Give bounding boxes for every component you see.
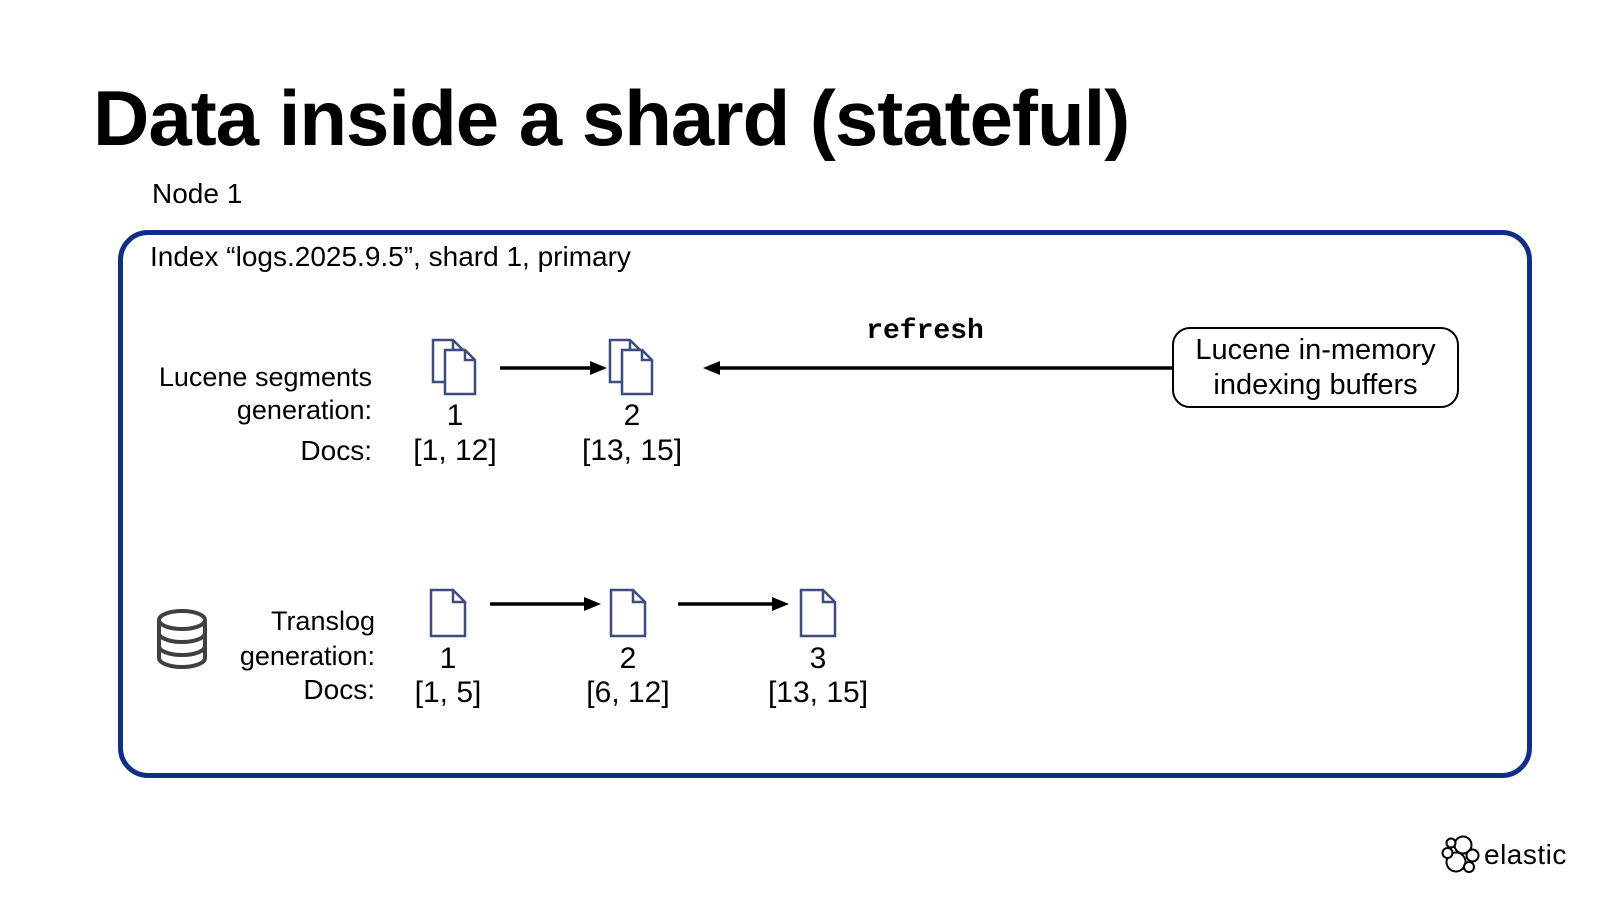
translog-docs-range: [6, 12] (586, 676, 670, 709)
translog-docs-range: [1, 5] (414, 676, 482, 709)
translog-generation-label-line2: generation: (239, 641, 375, 671)
database-icon (157, 609, 207, 669)
translog-generation-label: Translog generation: (180, 604, 375, 674)
translog-generation-number: 3 (809, 642, 827, 675)
document-icon (799, 588, 837, 638)
elastic-logo-icon (1441, 835, 1480, 873)
lucene-docs-label: Docs: (300, 435, 372, 466)
lucene-generation-label-line1: Lucene segments (158, 362, 372, 392)
index-label: Index “logs.2025.9.5”, shard 1, primary (150, 241, 631, 272)
page-title: Data inside a shard (stateful) (93, 74, 1130, 162)
segment-docs-range: [1, 12] (413, 434, 497, 467)
arrow-right-icon (500, 361, 607, 375)
document-stack-icon (431, 338, 477, 396)
lucene-generation-label-line2: generation: (236, 395, 372, 425)
document-icon (609, 588, 647, 638)
translog-docs-range: [13, 15] (767, 676, 869, 709)
lucene-buffer-box-line2: indexing buffers (1213, 368, 1418, 401)
document-icon (429, 588, 467, 638)
lucene-buffer-box-line1: Lucene in-memory (1195, 333, 1436, 366)
lucene-buffer-box: Lucene in-memory indexing buffers (1172, 327, 1459, 408)
segment-docs-range: [13, 15] (581, 434, 683, 467)
arrow-right-icon (678, 597, 789, 611)
refresh-arrow-icon (703, 361, 1172, 375)
elastic-brand-text: elastic (1484, 839, 1567, 870)
shard-box (118, 230, 1532, 778)
refresh-label: refresh (866, 316, 984, 347)
arrow-right-icon (490, 597, 601, 611)
segment-generation-number: 1 (446, 399, 464, 432)
translog-generation-number: 1 (439, 642, 457, 675)
translog-generation-label-line1: Translog (270, 606, 375, 636)
lucene-generation-label: Lucene segments generation: (140, 361, 372, 427)
segment-generation-number: 2 (623, 399, 641, 432)
translog-generation-number: 2 (619, 642, 637, 675)
node-label: Node 1 (152, 178, 243, 209)
document-stack-icon (608, 338, 654, 396)
translog-docs-label: Docs: (303, 674, 375, 705)
